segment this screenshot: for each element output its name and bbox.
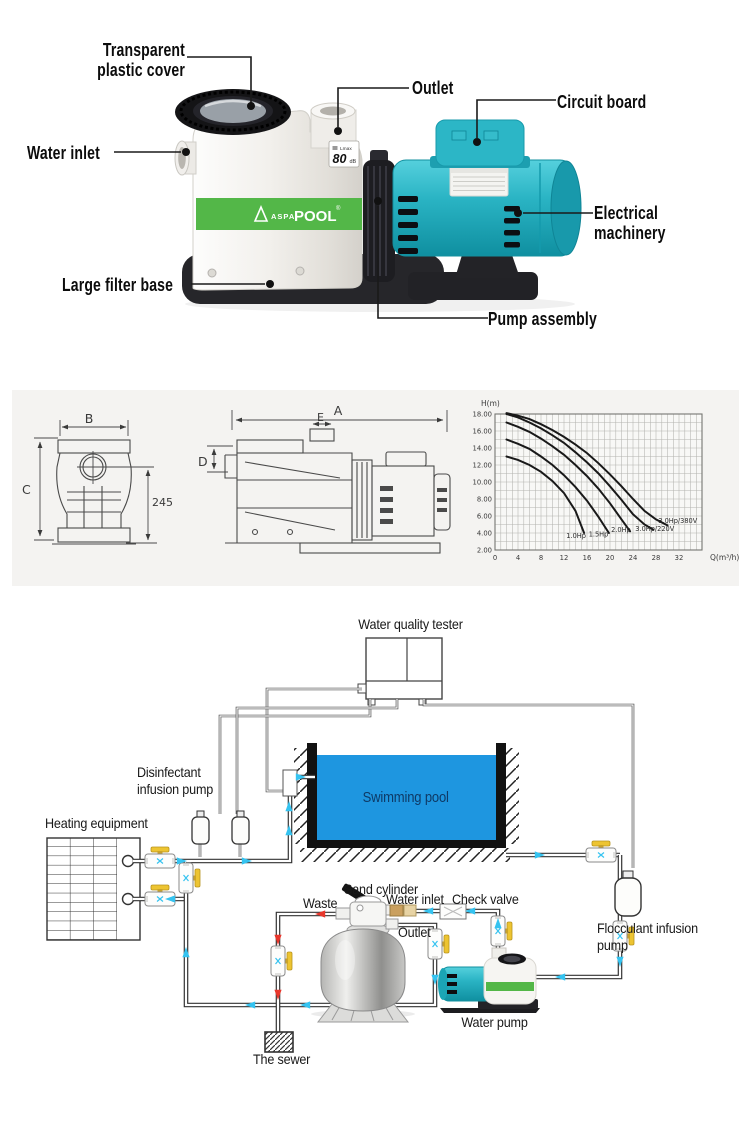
transparent-cover-lid [175, 89, 291, 135]
brand-aspa: ASPA [271, 212, 295, 221]
svg-text:H(m): H(m) [481, 399, 500, 408]
svg-text:14.00: 14.00 [473, 444, 492, 452]
motor-nameplate [449, 165, 509, 197]
disinfectant-infusion-pumps [191, 810, 250, 845]
svg-text:8: 8 [539, 554, 543, 562]
label-outlet-diagram: Outlet [398, 924, 431, 940]
label-sand-cylinder: Sand cylinder [344, 881, 419, 897]
label-heating-equipment: Heating equipment [45, 815, 148, 831]
label-circuit-board: Circuit board [557, 92, 647, 112]
flocculant-infusion-pump [614, 870, 642, 917]
noise-badge: Lmax 80 dB [328, 140, 360, 168]
label-flocculant-infusion-pump: Flocculant infusion pump [597, 920, 698, 953]
badge-value: 80 [333, 152, 347, 166]
svg-text:16: 16 [583, 554, 592, 562]
svg-text:2.00: 2.00 [477, 546, 492, 554]
svg-text:4.00: 4.00 [477, 529, 492, 537]
svg-text:1.0Hp: 1.0Hp [566, 532, 586, 540]
electrical-machinery-motor [392, 159, 582, 257]
heating-equipment [46, 837, 141, 941]
dim-side-length: A [334, 403, 343, 418]
svg-text:16.00: 16.00 [473, 427, 492, 435]
dim-front-width: B [85, 411, 94, 426]
sand-cylinder [311, 921, 415, 1023]
label-water-inlet-diagram: Water inlet [386, 891, 444, 907]
dimension-panel: B C 245 A E [12, 390, 739, 586]
brand-pool: POOL [294, 208, 337, 225]
badge-lmax: Lmax [340, 146, 352, 152]
svg-text:24: 24 [629, 554, 638, 562]
svg-text:3.0Hp/380V: 3.0Hp/380V [658, 517, 697, 525]
brand-logo-icon [253, 204, 269, 222]
multiport-valve [335, 883, 399, 930]
svg-text:3.0Hp/220V: 3.0Hp/220V [635, 525, 674, 533]
water-inlet-port [174, 140, 197, 176]
dimension-drawing-side: A E D [198, 403, 451, 554]
dim-front-height: C [22, 482, 31, 497]
callout-connectors [114, 56, 593, 319]
svg-text:12: 12 [560, 554, 569, 562]
label-water-pump: Water pump [461, 1014, 528, 1030]
dimension-drawing-front: B C 245 [22, 411, 173, 545]
pool-water [317, 755, 496, 843]
drain-plug [295, 266, 305, 276]
check-valve [389, 903, 467, 920]
label-electrical-machinery: Electrical machinery [594, 203, 666, 244]
svg-text:18.00: 18.00 [473, 410, 492, 418]
label-outlet: Outlet [412, 78, 454, 98]
sensor-wires [198, 687, 635, 868]
svg-text:0: 0 [493, 554, 497, 562]
pipe-suction [536, 855, 623, 980]
label-waste: Waste [303, 895, 338, 911]
sewer [264, 1031, 294, 1053]
svg-text:2.0Hp: 2.0Hp [611, 526, 631, 534]
water-quality-tester [357, 637, 443, 706]
label-swimming-pool: Swimming pool [362, 790, 449, 806]
pump-assembly-clamp [363, 150, 395, 282]
swimming-pool [294, 743, 519, 862]
label-the-sewer: The sewer [253, 1051, 311, 1067]
svg-text:1.5Hp: 1.5Hp [589, 530, 609, 538]
label-water-quality-tester: Water quality tester [358, 616, 463, 632]
water-pump [438, 947, 540, 1013]
label-pump-assembly: Pump assembly [488, 309, 597, 329]
svg-text:8.00: 8.00 [477, 495, 492, 503]
svg-text:32: 32 [675, 554, 684, 562]
brand-band: ASPA POOL ® [196, 198, 362, 230]
svg-text:4: 4 [516, 554, 520, 562]
label-check-valve: Check valve [452, 891, 519, 907]
svg-text:12.00: 12.00 [473, 461, 492, 469]
label-water-inlet: Water inlet [27, 143, 100, 163]
label-disinfectant-infusion-pump: Disinfectant infusion pump [137, 764, 214, 797]
pool-inlet-fitting [282, 769, 298, 797]
svg-text:6.00: 6.00 [477, 512, 492, 520]
svg-text:10.00: 10.00 [473, 478, 492, 486]
badge-unit: dB [350, 159, 357, 165]
brand-reg: ® [336, 205, 341, 212]
installation-diagram [46, 637, 642, 1053]
drain-plug [207, 268, 217, 278]
performance-chart: 2.00 4.00 6.00 8.00 10.00 12.00 14.00 16.00 18.0… [473, 399, 740, 562]
dim-side-inlet: D [198, 454, 208, 469]
label-transparent-plastic-cover: Transparent plastic cover [97, 40, 185, 81]
pump-photo: ASPA POOL ® Lmax 80 dB [114, 56, 593, 319]
dim-front-base: 245 [152, 496, 173, 509]
label-large-filter-base: Large filter base [62, 275, 174, 295]
dim-side-port: E [317, 411, 324, 424]
svg-text:28: 28 [652, 554, 661, 562]
svg-text:Q(m³/h): Q(m³/h) [710, 553, 739, 562]
svg-text:20: 20 [606, 554, 615, 562]
